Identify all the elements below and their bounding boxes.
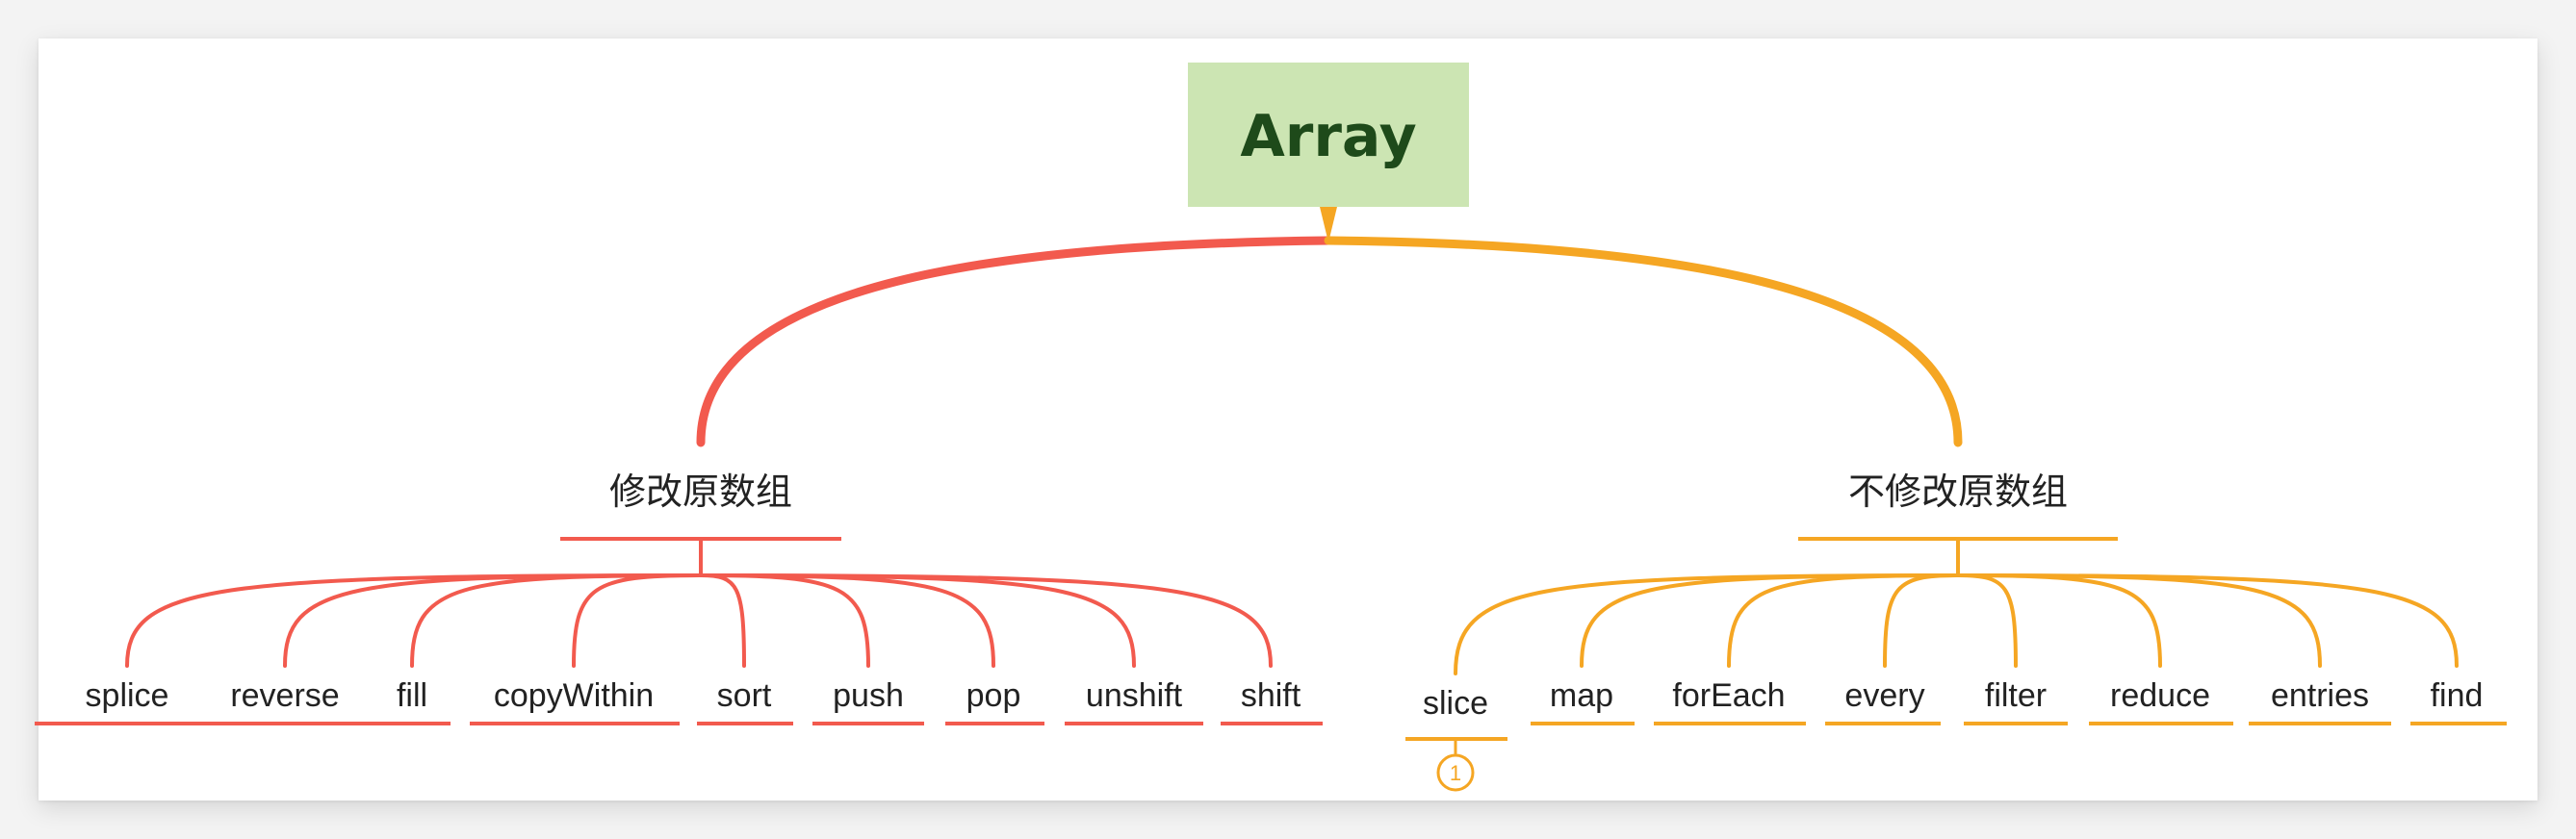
leaf-label-slice[interactable]: slice: [1423, 685, 1488, 722]
leaf-label-reverse[interactable]: reverse: [230, 677, 339, 714]
badge-number: 1: [1450, 761, 1461, 785]
leaf-label-entries[interactable]: entries: [2271, 677, 2369, 714]
leaf-label-filter[interactable]: filter: [1985, 677, 2047, 714]
leaf-link-slice: [1454, 573, 1960, 675]
mindmap-canvas: Array 修改原数组 不修改原数组 splice reverse fill copy…: [35, 38, 2537, 801]
leaf-label-find[interactable]: find: [2431, 677, 2484, 714]
leaf-link-reduce: [1956, 573, 2162, 668]
root-node-box[interactable]: [1188, 63, 1469, 207]
root-connector-wedge: [1320, 207, 1337, 242]
leaf-label-map[interactable]: map: [1550, 677, 1613, 714]
leaf-link-filter: [1956, 573, 2018, 668]
leaf-label-sort[interactable]: sort: [717, 677, 772, 714]
root-link-modifying: [696, 236, 1333, 447]
leaf-link-fill: [410, 573, 703, 668]
leaf-label-unshift[interactable]: unshift: [1086, 677, 1183, 714]
root-node-label: Array: [1240, 103, 1416, 170]
leaf-label-forEach[interactable]: forEach: [1672, 677, 1785, 714]
leaf-label-reduce[interactable]: reduce: [2110, 677, 2210, 714]
leaf-link-copyWithin: [572, 573, 703, 668]
leaf-label-pop[interactable]: pop: [966, 677, 1021, 714]
badge-circle[interactable]: [1436, 753, 1475, 792]
root-node[interactable]: Array: [1188, 63, 1469, 207]
leaf-label-push[interactable]: push: [833, 677, 904, 714]
leaf-label-fill[interactable]: fill: [397, 677, 427, 714]
leaf-link-map: [1580, 573, 1960, 668]
leaf-link-push: [699, 573, 870, 668]
branch-modifying[interactable]: 修改原数组: [609, 470, 792, 513]
connector-lines: [125, 207, 2459, 675]
leaf-link-find: [1956, 573, 2459, 668]
branch-label-modifying: 修改原数组: [609, 470, 792, 513]
leaf-link-shift: [699, 573, 1273, 668]
branch-non-modifying[interactable]: 不修改原数组: [1848, 470, 2068, 513]
leaf-link-forEach: [1727, 573, 1960, 668]
leaf-label-every[interactable]: every: [1844, 677, 1924, 714]
leaf-link-sort: [699, 573, 746, 668]
leaf-label-shift[interactable]: shift: [1241, 677, 1301, 714]
leaf-link-reverse: [283, 573, 703, 668]
leaf-link-unshift: [699, 573, 1136, 668]
leaf-label-copyWithin[interactable]: copyWithin: [494, 677, 654, 714]
root-link-non-modifying: [1324, 236, 1963, 447]
leaf-nodes: splice reverse fill copyWithin sort push pop un…: [35, 677, 2507, 741]
leaf-label-splice[interactable]: splice: [86, 677, 169, 714]
notes-badge[interactable]: 1: [1436, 739, 1475, 792]
branch-label-non-modifying: 不修改原数组: [1848, 470, 2068, 513]
leaf-link-every: [1883, 573, 1960, 668]
